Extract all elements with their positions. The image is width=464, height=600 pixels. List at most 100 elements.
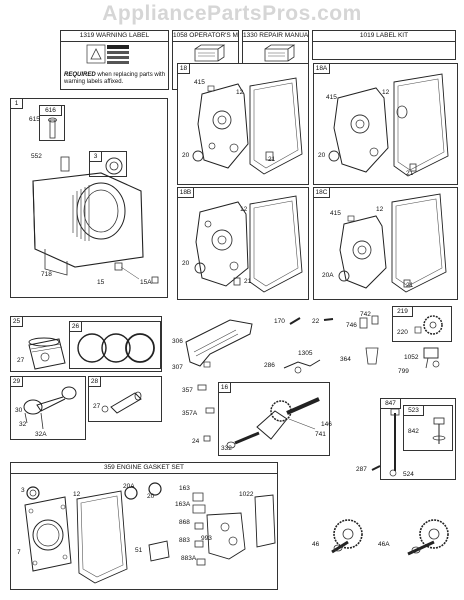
box-tag: 26 [70, 322, 82, 332]
callout: 552 [31, 153, 42, 160]
callout: 868 [179, 519, 190, 526]
crankcase-cover-drawing [194, 195, 303, 293]
required-note: REQUIRED when replacing parts with warni… [64, 72, 166, 85]
watermark: AppliancePartsPros.com [102, 2, 362, 25]
dipstick-drawing [432, 417, 446, 444]
callout: 12 [73, 491, 81, 498]
callout: 7 [17, 549, 21, 556]
callout: 30 [15, 407, 23, 414]
governor-gear-box[interactable]: 219 220 [392, 306, 452, 342]
callout: 163A [175, 501, 191, 508]
wrist-pin-drawing [101, 391, 142, 414]
crankshaft-drawing [226, 397, 320, 449]
box-tag: 25 [11, 317, 23, 327]
box-tag: 29 [11, 377, 23, 387]
wrist-pin-box[interactable]: 28 27 [88, 376, 162, 422]
piston-box[interactable]: 25 27 26 [10, 316, 162, 372]
dipstick-tube-box[interactable]: 847 523 842 524 [380, 398, 456, 480]
piston-rings-box[interactable]: 26 [69, 321, 161, 369]
piston-rings-drawing [77, 333, 155, 363]
box-tag: 1 [11, 99, 23, 109]
air-guide-drawing [185, 319, 253, 368]
callout: 364 [340, 356, 351, 363]
callout: 32 [19, 421, 27, 428]
piston-drawing [28, 337, 66, 370]
crankcase-cover-drawing [328, 73, 449, 177]
screw-icon [323, 318, 334, 321]
callout: 51 [135, 547, 143, 554]
callout: 287 [356, 466, 367, 473]
callout: 993 [201, 535, 212, 542]
callout: 12 [240, 206, 248, 213]
box-tag: 3 [90, 152, 102, 162]
box-tag: 616 [40, 106, 62, 116]
box-tag: 18C [314, 188, 330, 198]
box-tag: 18 [178, 64, 190, 74]
box-tag: 28 [89, 377, 101, 387]
callout: 220 [397, 329, 408, 336]
callout: 24 [192, 438, 200, 445]
box-tag: 16 [219, 383, 231, 393]
crankcase-cover-18a-box[interactable]: 18A 415 12 20 21 [313, 63, 458, 185]
callout: 27 [17, 357, 25, 364]
callout: 286 [264, 362, 275, 369]
box-tag: 18B [178, 188, 194, 198]
repair-manual-title: 1330 REPAIR MANUAL [243, 31, 308, 42]
callout: 22 [312, 318, 320, 325]
callout: 163 [179, 485, 190, 492]
callout: 415 [326, 94, 337, 101]
box-tag: 219 [393, 307, 413, 317]
label-kit-title: 1019 LABEL KIT [313, 31, 455, 42]
callout: 46A [378, 541, 390, 548]
cylinder-block-drawing [32, 156, 144, 280]
engine-gasket-set-box[interactable]: 359 ENGINE GASKET SET 3 12 20A 20 163 16… [10, 462, 278, 590]
camshaft-drawing [407, 519, 449, 556]
crankcase-cover-drawing [192, 77, 303, 175]
governor-shaft-drawing [359, 315, 379, 329]
callout: 20 [182, 260, 190, 267]
callout: 883 [179, 537, 190, 544]
dipstick-box[interactable]: 523 842 [403, 405, 453, 451]
callout: 883A [181, 555, 197, 562]
crankshaft-box[interactable]: 16 332 146 741 [218, 382, 332, 456]
key-icon [197, 384, 207, 391]
warning-label-box[interactable]: 1319 WARNING LABEL REQUIRED when replaci… [60, 30, 169, 90]
camshaft-drawing [331, 519, 363, 554]
callout: 3 [21, 487, 25, 494]
callout: 12 [376, 206, 384, 213]
callout: 746 [346, 322, 357, 329]
screw-icon [151, 276, 159, 284]
connecting-rod-box[interactable]: 29 30 32 32A [10, 376, 86, 440]
crankcase-cover-18b-box[interactable]: 18B 12 20 21 [177, 187, 309, 300]
warning-label-title: 1319 WARNING LABEL [61, 31, 168, 42]
callout: 15A [140, 279, 152, 286]
callout: 15 [97, 279, 105, 286]
callout: 32A [35, 431, 47, 438]
breather-tube-box[interactable]: 616 [39, 105, 65, 141]
callout: 20 [318, 152, 326, 159]
key-icon [203, 435, 211, 442]
callout: 27 [93, 403, 101, 410]
callout: 21 [244, 278, 252, 285]
callout: 357A [182, 410, 198, 417]
crankcase-cover-18-box[interactable]: 18 415 12 20 21 [177, 63, 309, 185]
crankcase-cover-18c-box[interactable]: 18C 415 12 20A 21 [313, 187, 458, 300]
gasket-set-drawing [24, 482, 276, 584]
box-tag: 18A [314, 64, 330, 74]
callout: 20A [123, 483, 135, 490]
callout: 524 [403, 471, 414, 478]
cylinder-block-box[interactable]: 1 616 3 615 552 718 15 [10, 98, 168, 298]
callout: 357 [182, 387, 193, 394]
callout: 415 [330, 210, 341, 217]
callout: 170 [274, 318, 285, 325]
bracket-icon [365, 347, 379, 365]
callout: 415 [194, 79, 205, 86]
callout: 842 [408, 428, 419, 435]
callout: 20 [182, 152, 190, 159]
manual-book-icon [264, 44, 296, 62]
label-kit-box[interactable]: 1019 LABEL KIT [312, 30, 456, 60]
gasket-set-title: 359 ENGINE GASKET SET [11, 463, 277, 474]
callout: 1052 [404, 354, 419, 361]
throttle-control-drawing [423, 347, 440, 369]
seal-icon [105, 157, 123, 175]
